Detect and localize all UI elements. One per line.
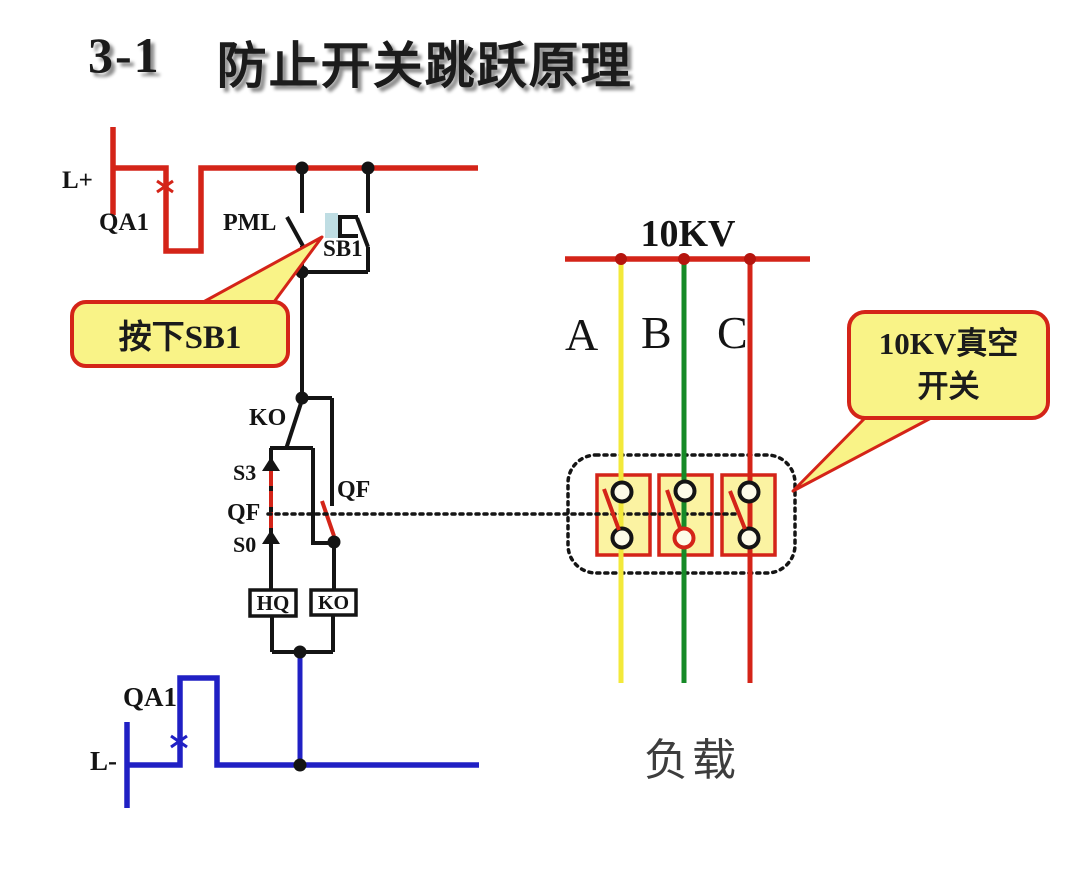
title-number: 3-1 [88, 27, 161, 83]
negative-rail-waveform [124, 675, 479, 808]
control-circuit [110, 127, 479, 808]
junction-dots [293, 161, 375, 772]
label-qa1-bottom: QA1 [123, 682, 177, 712]
label-phase-b: B [641, 307, 672, 358]
label-qf-right: QF [337, 477, 371, 503]
pole-blades [602, 488, 747, 532]
label-phase-c: C [717, 307, 748, 358]
pole-terminal-b-bottom [672, 526, 696, 550]
hq-coil-box [248, 588, 298, 618]
page-title: 3-1 防止开关跳跃原理 [88, 26, 633, 98]
label-sb1: SB1 [323, 236, 363, 261]
callout-press-sb1: 按下SB1 [70, 300, 290, 368]
fault-star-top-icon [156, 177, 174, 196]
label-qf-left: QF [227, 500, 261, 526]
label-qa1-top: QA1 [99, 209, 149, 236]
ko-contact [270, 399, 313, 450]
callout-vacuum-line2: 开关 [917, 369, 980, 404]
s3-arrow-icon [262, 457, 280, 471]
sb1-plunger [325, 213, 338, 238]
label-l-plus: L+ [62, 167, 93, 194]
label-l-minus: L- [90, 746, 117, 776]
title-text: 防止开关跳跃原理 [216, 38, 633, 94]
qf-aux-branch [302, 396, 336, 590]
label-hq-coil: HQ [256, 590, 290, 615]
label-bus-voltage: 10KV [640, 213, 736, 255]
label-phase-a: A [565, 309, 599, 360]
label-pml: PML [223, 210, 277, 236]
sb1-button-contact [302, 168, 370, 274]
pole-terminals [610, 479, 761, 550]
fault-star-bottom-icon [170, 732, 188, 751]
label-s0: S0 [233, 532, 257, 557]
positive-rail-waveform [110, 127, 478, 254]
callout-tail-vacuum [791, 415, 935, 493]
label-load: 负载 [644, 736, 740, 785]
ko-coil-box [309, 588, 358, 617]
s0-arrow-icon [262, 530, 280, 544]
bus-tap-dots [615, 253, 756, 265]
label-ko-contact: KO [249, 405, 287, 431]
power-circuit [266, 253, 810, 683]
qf-aux-open-blade [320, 500, 336, 537]
label-s3: S3 [233, 460, 257, 485]
callout-vacuum-switch: 10KV真空 开关 [847, 310, 1050, 420]
label-ko-coil: KO [317, 591, 350, 614]
callout-vacuum-line1: 10KV真空 [878, 325, 1019, 361]
callout-press-sb1-text: 按下SB1 [118, 320, 242, 356]
